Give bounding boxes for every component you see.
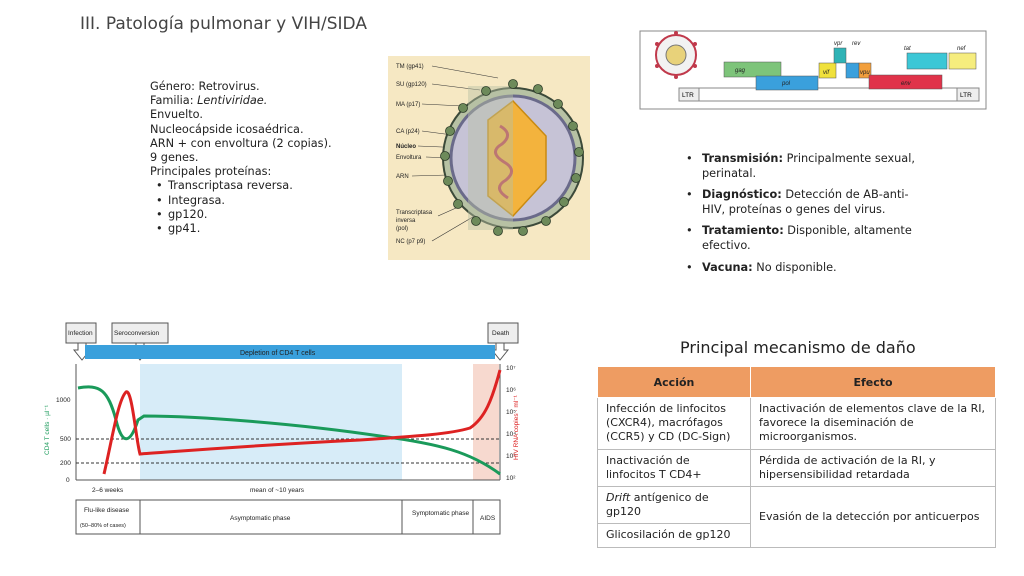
label-arn: ARN: [396, 174, 409, 180]
rtick-5: 10⁵: [506, 409, 516, 416]
rtick-3: 10³: [506, 453, 516, 460]
gene-tat: tat: [904, 46, 911, 52]
ytick-0: 0: [66, 477, 70, 484]
ylabel-cd4: CD4 T cells · µl⁻¹: [44, 404, 51, 455]
gene-nef: nef: [957, 46, 967, 52]
gene-vpu: vpu: [860, 70, 870, 76]
virus-info: Género: Retrovirus. Familia: Lentivirida…: [150, 80, 332, 236]
label-rt: Transcriptasa: [396, 210, 433, 216]
event-death: Death: [492, 330, 510, 337]
ytick-200: 200: [60, 460, 71, 467]
bullet-tratamiento: Tratamiento: Disponible, altamente efect…: [686, 224, 926, 253]
clinical-bullets: Transmisión: Principalmente sexual, peri…: [686, 152, 926, 282]
protein-item: gp120.: [156, 208, 332, 222]
xlabel-years: mean of ~10 years: [250, 487, 305, 494]
rtick-2: 10²: [506, 475, 516, 482]
info-line: ARN + con envoltura (2 copias).: [150, 136, 332, 150]
table-row: Infección de linfocitos (CXCR4), macrófa…: [597, 397, 996, 450]
gene-rev-top: rev: [852, 41, 861, 47]
bullet-transmision: Transmisión: Principalmente sexual, peri…: [686, 152, 926, 181]
mechanism-table: Acción Efecto Infección de linfocitos (C…: [597, 366, 996, 548]
info-line: Envuelto.: [150, 108, 203, 122]
label-envoltura: Envoltura: [396, 155, 422, 161]
label-nucleo: Núcleo: [396, 144, 416, 150]
col-accion: Acción: [597, 366, 751, 398]
bullet-vacuna: Vacuna: No disponible.: [686, 261, 926, 276]
cell-efecto: Pérdida de activación de la RI, y hipers…: [750, 448, 996, 488]
phase-asymptomatic: Asymptomatic phase: [230, 515, 291, 522]
ltr-left: LTR: [682, 92, 694, 99]
hiv-natural-history-chart: Infection Seroconversion Death Depletion…: [40, 320, 520, 540]
phase-flu-note: (50–80% of cases): [80, 523, 126, 529]
ytick-1000: 1000: [56, 397, 71, 404]
protein-item: gp41.: [156, 222, 332, 236]
cell-efecto: Evasión de la detección por anticuerpos: [750, 486, 996, 548]
depletion-band: Depletion of CD4 T cells: [240, 350, 316, 357]
col-efecto: Efecto: [750, 366, 996, 398]
cell-efecto: Inactivación de elementos clave de la RI…: [750, 397, 996, 450]
label-tm: TM (gp41): [396, 64, 424, 70]
gene-env: env: [901, 81, 912, 87]
info-line: Género: Retrovirus.: [150, 80, 260, 93]
phase-flu: Flu-like disease: [84, 507, 130, 514]
info-line: Nucleocápside icosaédrica.: [150, 122, 304, 136]
table-row: Glicosilación de gp120: [597, 523, 996, 548]
table-header-row: Acción Efecto: [597, 366, 996, 398]
label-rt2: inversa: [396, 218, 416, 224]
protein-item: Integrasa.: [156, 194, 332, 208]
label-ma: MA (p17): [396, 102, 420, 108]
cell-accion: Infección de linfocitos (CXCR4), macrófa…: [597, 397, 751, 450]
event-infection: Infection: [68, 330, 93, 337]
label-rt3: (pol): [396, 226, 408, 232]
rtick-7: 10⁷: [506, 365, 516, 372]
protein-item: Transcriptasa reversa.: [156, 179, 332, 193]
ylabel-rna: HIV RNA copies · ml⁻¹: [513, 394, 520, 460]
gene-pol: pol: [781, 81, 791, 87]
hiv-virion-diagram: TM (gp41) SU (gp120) MA (p17) CA (p24) N…: [388, 56, 590, 260]
ltr-right: LTR: [960, 92, 972, 99]
slide-title: III. Patología pulmonar y VIH/SIDA: [80, 14, 367, 34]
protein-list: Transcriptasa reversa. Integrasa. gp120.…: [150, 179, 332, 236]
label-ca: CA (p24): [396, 129, 420, 135]
cell-accion: Glicosilación de gp120: [597, 523, 751, 548]
phase-aids: AIDS: [480, 515, 496, 522]
cell-accion: Inactivación de linfocitos T CD4+: [597, 448, 751, 488]
info-line: 9 genes.: [150, 151, 199, 165]
cell-accion: Drift antígenico de gp120: [597, 486, 751, 525]
hiv-genome-diagram: LTR LTR gag pol vif vpr rev tat vpu env …: [639, 30, 987, 110]
table-row: Inactivación de linfocitos T CD4+ Pérdid…: [597, 448, 996, 488]
info-line: Principales proteínas:: [150, 165, 272, 179]
label-su: SU (gp120): [396, 82, 427, 88]
gene-gag: gag: [735, 68, 746, 74]
label-nc: NC (p7 p9): [396, 239, 425, 245]
info-line: Familia: Lentiviridae.: [150, 94, 268, 108]
rtick-6: 10⁶: [506, 387, 516, 394]
event-seroconversion: Seroconversion: [114, 330, 160, 337]
rtick-4: 10⁴: [506, 431, 516, 438]
mechanism-title: Principal mecanismo de daño: [680, 338, 916, 357]
xlabel-weeks: 2–6 weeks: [92, 487, 124, 494]
ytick-500: 500: [60, 436, 71, 443]
gene-vpr: vpr: [834, 41, 843, 47]
gene-vif: vif: [823, 70, 830, 76]
bullet-diagnostico: Diagnóstico: Detección de AB-anti-HIV, p…: [686, 188, 926, 217]
phase-symptomatic: Symptomatic phase: [412, 510, 469, 517]
table-row: Drift antígenico de gp120 Evasión de la …: [597, 486, 996, 548]
